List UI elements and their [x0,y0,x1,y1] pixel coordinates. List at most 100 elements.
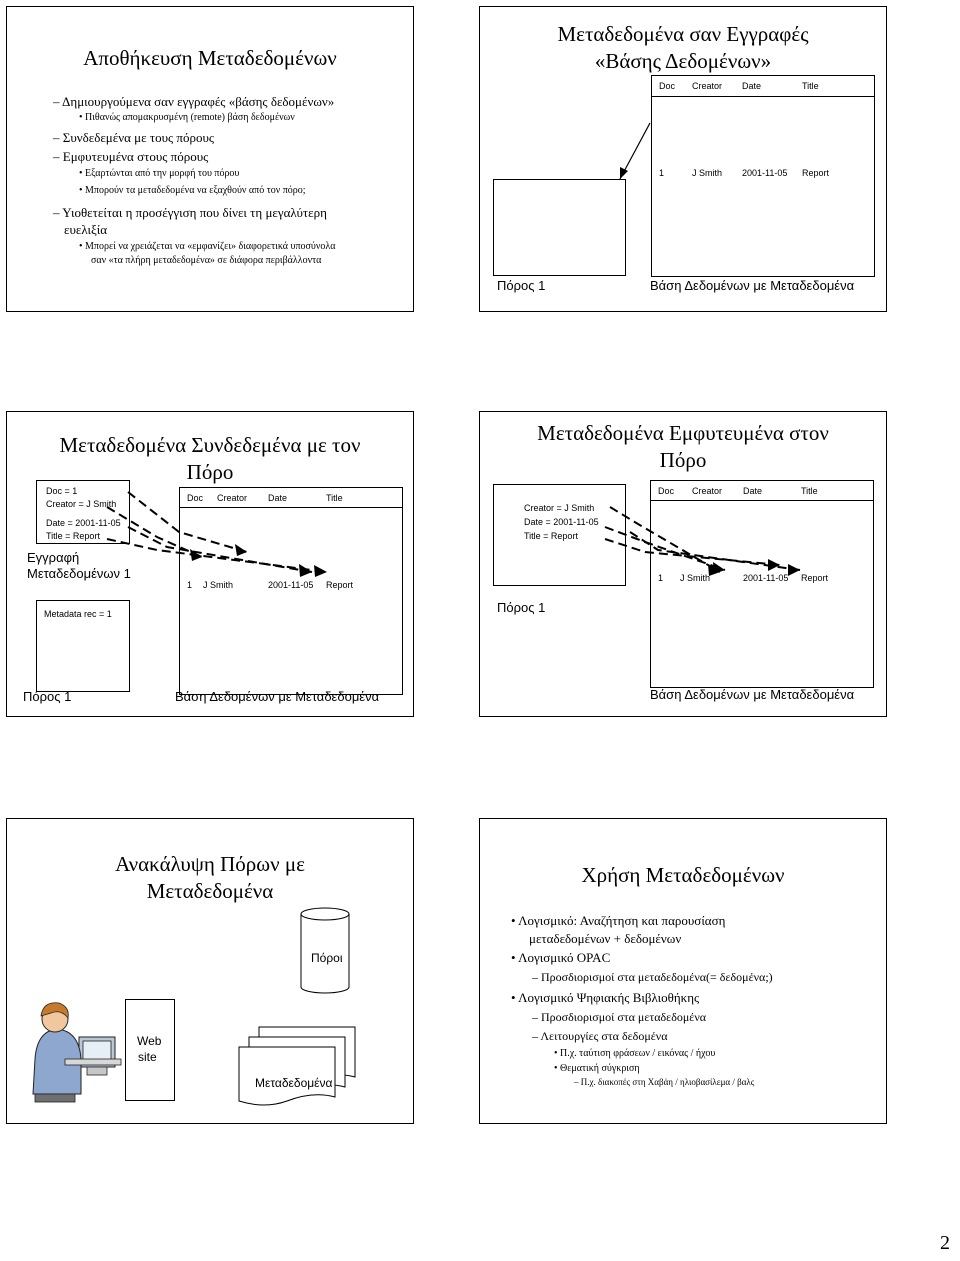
slide-title-line1: Μεταδεδομένα Εμφυτευμένα στον [537,421,829,445]
slide-title-line2: Πόρο [659,448,707,472]
bullet-3-1-text: Προσδιορισμοί στα μεταδεδομένα [541,1010,707,1024]
emb-date: Date = 2001-11-05 [524,517,599,527]
resources-label: Πόροι [311,951,343,965]
cell-creator: J Smith [692,168,723,178]
cell-creator: J Smith [203,580,234,590]
slide-metadata-use: Χρήση Μεταδεδομένων • Λογισμικό: Αναζήτη… [479,818,887,1124]
cell-doc: 1 [187,580,193,590]
col-creator-header: Creator [692,486,723,496]
bullet-3-2-2-1-text: Π.χ. διακοπές στη Χαβάη / ηλιοβασίλεμα /… [580,1077,755,1087]
col-date-header: Date [742,81,762,91]
website-box [125,999,175,1101]
bullet-1-text-line1: Λογισμικό: Αναζήτηση και παρουσίαση [518,913,726,928]
resource-label: Πόρος 1 [497,600,546,615]
rec-title: Title = Report [46,531,100,541]
bullet-3: – Εμφυτευμένα στους πόρους [53,149,209,164]
cell-date: 2001-11-05 [742,168,788,178]
bullet-3-2-2-text: Θεματική σύγκριση [560,1063,640,1074]
slide-title-line2: «Βάσης Δεδομένων» [594,49,772,73]
slide-metadata-embedded: Μεταδεδομένα Εμφυτευμένα στον Πόρο Creat… [479,411,887,717]
rec-label-line2: Μεταδεδομένων 1 [27,566,131,581]
slide-resource-discovery: Ανακάλυψη Πόρων με Μεταδεδομένα Πόροι We… [6,818,414,1124]
bullet-3-1: • Εξαρτώνται από την μορφή του πόρου [79,168,240,179]
table-header-divider [652,96,874,97]
resource-label: Πόρος 1 [497,278,546,293]
cell-doc: 1 [659,168,665,178]
website-label-line2: site [138,1050,157,1064]
col-title-header: Title [801,486,818,496]
slide-title-line1: Μεταδεδομένα σαν Εγγραφές [557,22,809,46]
slide-metadata-linked: Μεταδεδομένα Συνδεδεμένα με τον Πόρο Doc… [6,411,414,717]
bullet-3-2: – Λειτουργίες στα δεδομένα [532,1029,668,1043]
bullet-4-1-line2: σαν «τα πλήρη μεταδεδομένα» σε διάφορα π… [91,255,322,266]
bullet-1: • Λογισμικό: Αναζήτηση και παρουσίαση [511,913,726,928]
cell-doc: 1 [658,573,664,583]
cell-date: 2001-11-05 [268,580,314,590]
emb-title: Title = Report [524,531,578,541]
bullet-4-text-line1: Υιοθετείται η προσέγγιση που δίνει τη με… [62,205,327,220]
rec-label-line1: Εγγραφή [27,550,80,565]
slide-title-line1: Μεταδεδομένα Συνδεδεμένα με τον [59,433,361,457]
rec-doc: Doc = 1 [46,486,78,496]
rec-date: Date = 2001-11-05 [46,518,121,528]
bullet-3-2-2-1: – Π.χ. διακοπές στη Χαβάη / ηλιοβασίλεμα… [574,1077,755,1087]
bullet-3-2-1-text: Π.χ. ταύτιση φράσεων / εικόνας / ήχου [560,1048,716,1059]
db-label: Βάση Δεδομένων με Μεταδεδομένα [650,278,855,293]
slide-title-line2: Πόρο [186,460,234,484]
col-doc-header: Doc [187,493,204,503]
resource-label: Πόρος 1 [23,689,72,704]
cell-creator: J Smith [680,573,711,583]
metadata-rec-ref: Metadata rec = 1 [44,609,112,619]
bullet-3-2-text: Λειτουργίες στα δεδομένα [540,1029,668,1043]
metadata-record-box: Doc = 1 Creator = J Smith Date = 2001-11… [36,480,130,544]
bullet-3-2-text: Μπορούν τα μεταδεδομένα να εξαχθούν από … [85,185,306,196]
bullet-3-text: Εμφυτευμένα στους πόρους [62,149,209,164]
slide-title: Χρήση Μεταδεδομένων [581,863,785,887]
slide-metadata-as-db-records: Μεταδεδομένα σαν Εγγραφές «Βάσης Δεδομέν… [479,6,887,312]
resource-document [493,179,626,276]
cell-date: 2001-11-05 [743,573,789,583]
rec-creator: Creator = J Smith [46,499,117,509]
col-date-header: Date [268,493,288,503]
resource-document: Metadata rec = 1 [36,600,130,692]
bullet-1: – Δημιουργούμενα σαν εγγραφές «βάσης δεδ… [53,94,335,109]
cell-title: Report [801,573,829,583]
bullet-2-1-text: Προσδιορισμοί στα μεταδεδομένα(= δεδομέν… [541,970,773,984]
slide-title: Αποθήκευση Μεταδεδομένων [83,46,337,70]
bullet-4: – Υιοθετείται η προσέγγιση που δίνει τη … [53,205,327,220]
col-doc-header: Doc [659,81,676,91]
table-header-divider [180,507,402,508]
bullet-1-1: • Πιθανώς απομακρυσμένη (remote) βάση δε… [79,112,295,123]
page-number: 2 [940,1232,950,1254]
bullet-2-1: – Προσδιορισμοί στα μεταδεδομένα(= δεδομ… [532,970,773,984]
bullet-3-2: • Μπορούν τα μεταδεδομένα να εξαχθούν απ… [79,185,306,196]
bullet-3-text: Λογισμικό Ψηφιακής Βιβλιοθήκης [518,990,700,1005]
bullet-2-text: Συνδεδεμένα με τους πόρους [62,130,215,145]
bullet-2-text: Λογισμικό OPAC [518,950,611,965]
emb-creator: Creator = J Smith [524,503,595,513]
db-label: Βάση Δεδομένων με Μεταδεδομένα [650,687,855,702]
bullet-4-1: • Μπορεί να χρειάζεται να «εμφανίζει» δι… [79,241,336,252]
metadata-db-table: Doc Creator Date Title 1 J Smith 2001-11… [650,480,874,688]
bullet-1-line2: μεταδεδομένων + δεδομένων [529,931,682,946]
col-creator-header: Creator [217,493,248,503]
col-title-header: Title [326,493,343,503]
metadata-db-table: Doc Creator Date Title 1 J Smith 2001-11… [179,487,403,695]
bullet-4-1-text-line1: Μπορεί να χρειάζεται να «εμφανίζει» διαφ… [85,241,336,252]
bullet-3-2-2: • Θεματική σύγκριση [554,1063,640,1074]
table-header-divider [651,500,873,501]
slide-title-line1: Ανακάλυψη Πόρων με [115,852,305,876]
bullet-3-1-text: Εξαρτώνται από την μορφή του πόρου [85,168,240,179]
bullet-2: – Συνδεδεμένα με τους πόρους [53,130,215,145]
cell-title: Report [326,580,354,590]
slide-metadata-storage: Αποθήκευση Μεταδεδομένων – Δημιουργούμεν… [6,6,414,312]
cell-title: Report [802,168,830,178]
metadata-db-table: Doc Creator Date Title 1 J Smith 2001-11… [651,75,875,277]
col-title-header: Title [802,81,819,91]
bullet-3: • Λογισμικό Ψηφιακής Βιβλιοθήκης [511,990,700,1005]
bullet-4-line2: ευελιξία [64,222,108,237]
website-label-line1: Web [137,1034,162,1048]
bullet-3-2-1: • Π.χ. ταύτιση φράσεων / εικόνας / ήχου [554,1048,716,1059]
resource-document: Creator = J Smith Date = 2001-11-05 Titl… [493,484,626,586]
db-label: Βάση Δεδομένων με Μεταδεδομένα [175,689,380,704]
